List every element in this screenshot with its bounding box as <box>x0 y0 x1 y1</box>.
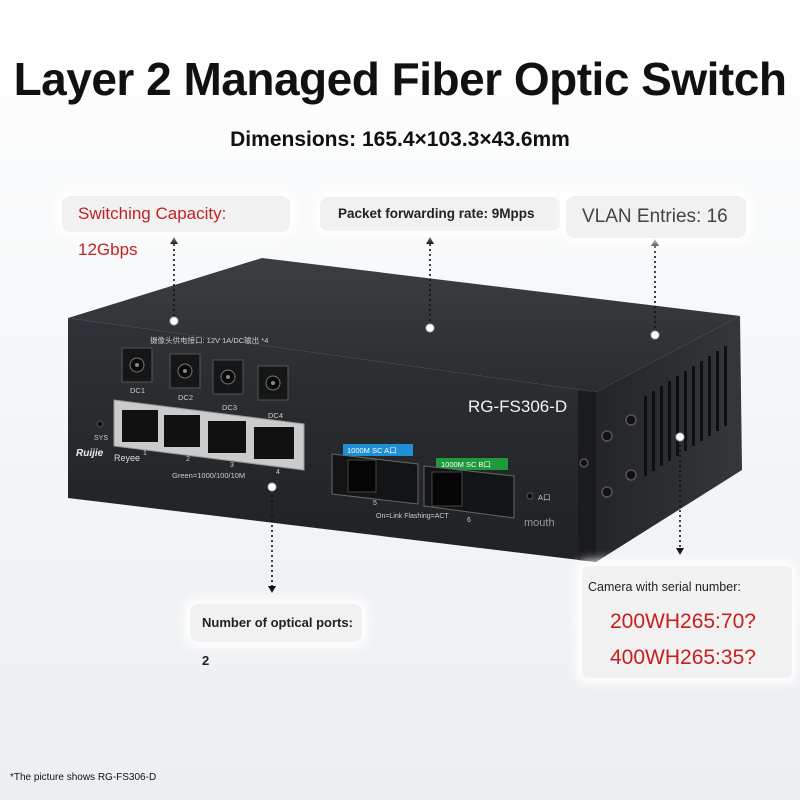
callout-leaders <box>173 244 681 586</box>
sys-label: SYS <box>94 435 108 442</box>
device-side-panel <box>596 316 742 562</box>
fiber-port-5-number: 5 <box>373 500 377 507</box>
rj45-port-1-number: 1 <box>143 450 147 457</box>
brand-ruijie-logo: Ruijie <box>76 448 104 459</box>
a-port-tag: A口 <box>538 493 551 502</box>
device-top-panel <box>68 258 740 392</box>
fiber-legend: On=Link Flashing=ACT <box>376 513 449 520</box>
rj45-port-2-number: 2 <box>186 456 190 463</box>
dc4-label: DC4 <box>268 411 283 420</box>
fiber-b-label: 1000M SC B口 <box>441 460 491 469</box>
dc1-label: DC1 <box>130 386 145 395</box>
mouth-label: mouth <box>524 517 555 529</box>
camera-serial-line-1: 200WH265:70? <box>610 610 756 633</box>
model-label: RG-FS306-D <box>468 397 567 416</box>
rj45-port-3-number: 3 <box>230 462 234 469</box>
dc2-label: DC2 <box>178 393 193 402</box>
camera-serial-line-2: 400WH265:35? <box>610 646 756 669</box>
fiber-port-a <box>331 444 419 505</box>
optical-ports-text: Number of optical ports: 2 <box>202 615 353 668</box>
camera-serial-callout: Camera with serial number: 200WH265:70? … <box>582 566 792 678</box>
rj45-port-block <box>113 399 305 471</box>
brand-reyee-logo: Reyee <box>114 453 140 463</box>
switching-capacity-text: Switching Capacity: 12Gbps <box>78 204 227 259</box>
device-front-panel <box>68 318 596 562</box>
fiber-port-6-number: 6 <box>467 517 471 524</box>
side-vents <box>644 346 727 476</box>
vlan-entries-text: VLAN Entries: 16 <box>582 206 728 227</box>
fiber-port-b <box>423 458 515 519</box>
a-port-led <box>526 492 534 500</box>
page-title: Layer 2 Managed Fiber Optic Switch <box>13 53 787 105</box>
dimensions-subtitle: Dimensions: 165.4×103.3×43.6mm <box>230 128 570 151</box>
camera-serial-heading: Camera with serial number: <box>588 580 741 594</box>
dc3-label: DC3 <box>222 403 237 412</box>
power-note: 摄像头供电接口: 12V 1A/DC输出 *4 <box>150 335 268 345</box>
vlan-entries-callout: VLAN Entries: 16 <box>566 196 746 238</box>
switching-capacity-callout: Switching Capacity: 12Gbps <box>62 196 290 259</box>
footnote: *The picture shows RG-FS306-D <box>10 772 157 783</box>
side-screws <box>579 414 637 498</box>
callout-arrowheads <box>170 237 684 593</box>
packet-forwarding-callout: Packet forwarding rate: 9Mpps <box>320 197 560 231</box>
packet-forwarding-text: Packet forwarding rate: 9Mpps <box>338 206 535 221</box>
sys-led <box>96 420 104 428</box>
optical-ports-callout: Number of optical ports: 2 <box>190 604 362 668</box>
callout-dots <box>169 316 685 492</box>
rj45-port-4-number: 4 <box>276 469 280 476</box>
dc-power-jacks <box>121 347 289 401</box>
fiber-a-label: 1000M SC A口 <box>347 446 397 455</box>
rj45-legend: Green=1000/100/10M <box>172 471 245 480</box>
